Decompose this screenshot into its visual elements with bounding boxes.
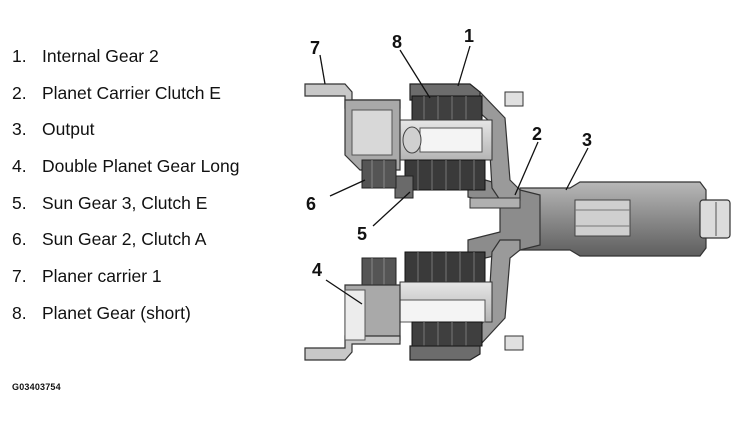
- planet-carrier-1-upper: [304, 83, 401, 189]
- legend-item: 3.Output: [12, 119, 95, 140]
- callout-leaders: [319, 45, 589, 305]
- callout-numbers: 1 2 3 4 5 6 7 8: [306, 26, 592, 280]
- legend-item: 8.Planet Gear (short): [12, 302, 191, 323]
- legend-item: 6.Sun Gear 2, Clutch A: [12, 229, 207, 250]
- callout-1: 1: [464, 26, 474, 46]
- legend-item: 5.Sun Gear 3, Clutch E: [12, 192, 208, 213]
- callout-3: 3: [582, 130, 592, 150]
- callout-8: 8: [392, 32, 402, 52]
- callout-4: 4: [312, 260, 322, 280]
- output-shaft: [519, 181, 731, 257]
- legend-item: 2.Planet Carrier Clutch E: [12, 82, 221, 103]
- carrier-clutch-hub: [467, 91, 541, 351]
- legend-item: 4.Double Planet Gear Long: [12, 156, 240, 177]
- upper-planet-set: [394, 83, 521, 209]
- callout-2: 2: [532, 124, 542, 144]
- legend-item: 7.Planer carrier 1: [12, 266, 162, 287]
- callout-7: 7: [310, 38, 320, 58]
- callout-6: 6: [306, 194, 316, 214]
- figure-code: G03403754: [12, 382, 61, 392]
- parts-legend: 1.Internal Gear 2 2.Planet Carrier Clutc…: [12, 38, 240, 332]
- callout-5: 5: [357, 224, 367, 244]
- legend-item: 1.Internal Gear 2: [12, 46, 159, 66]
- lower-planet-set: [304, 251, 493, 361]
